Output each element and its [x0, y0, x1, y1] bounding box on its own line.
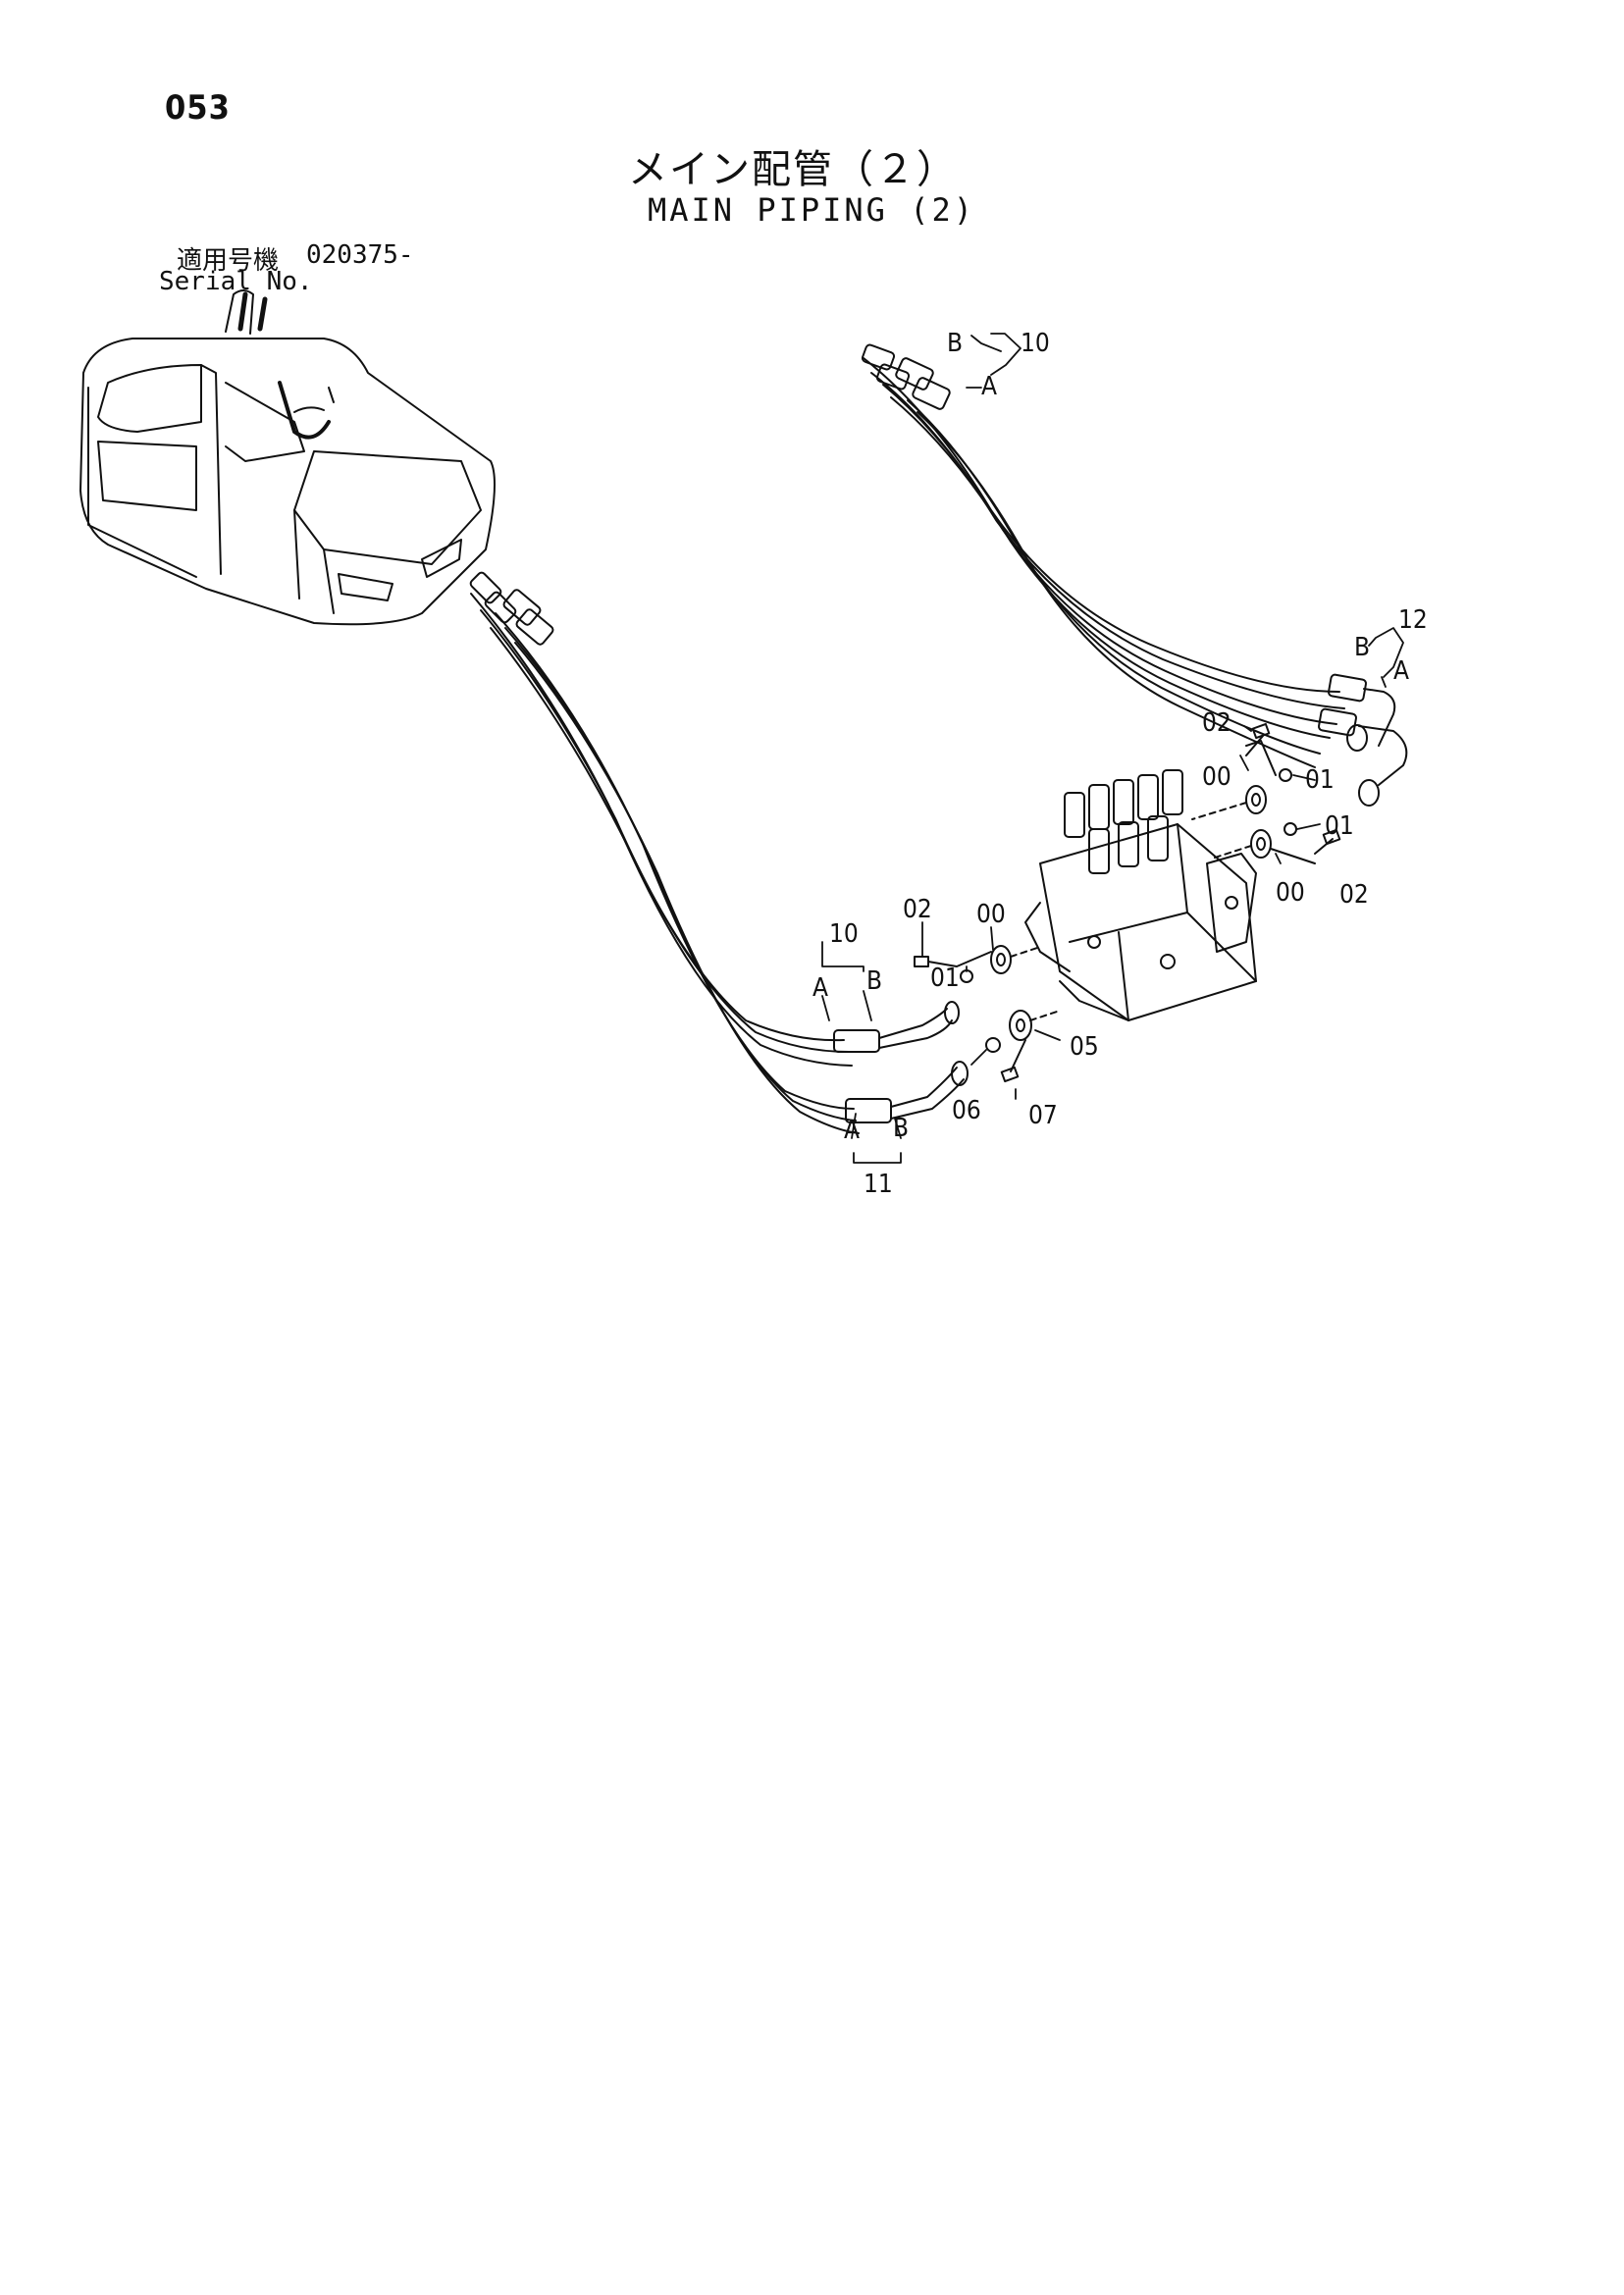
flange-left-upper: [914, 945, 1041, 983]
title-english: MAIN PIPING (2): [648, 191, 975, 229]
callout-part-05: 05: [1070, 1032, 1099, 1062]
callout-hose-b: B: [893, 1114, 909, 1143]
callout-group-10-left: 10: [829, 919, 859, 949]
hose-end-fittings-right: [1317, 673, 1408, 807]
title-japanese: メイン配管（２）: [628, 147, 958, 192]
serial-label-english: Serial No.: [159, 267, 313, 296]
page-number: 053: [165, 88, 231, 128]
hose-bundle-left: [469, 571, 969, 1134]
callout-hose-a: A: [812, 973, 828, 1003]
hose-bundle-top: [861, 343, 1345, 768]
callout-part-07: 07: [1028, 1101, 1058, 1130]
flange-middle-right: [1211, 822, 1341, 864]
hose-end-fittings-left-bottom: [833, 1001, 969, 1123]
excavator-overview-illustration: [79, 289, 496, 626]
callout-part-00: 00: [1276, 878, 1305, 908]
hose-end-fittings-left-top: [469, 571, 554, 646]
callout-part-01: 01: [930, 964, 960, 993]
hose-end-fittings-top: [861, 343, 951, 410]
callout-group-12: 12: [1398, 605, 1428, 635]
callout-part-00: 00: [1202, 762, 1231, 792]
serial-label-japanese: 適用号機: [177, 246, 280, 276]
callout-part-02: 02: [1202, 708, 1231, 738]
flange-upper-right: [1191, 722, 1292, 820]
flange-left-lower: [985, 1010, 1061, 1083]
callout-part-01: 01: [1325, 811, 1354, 841]
callout-hose-b: B: [1354, 633, 1370, 662]
callout-labels: B 10 A 12 B A 02 00 01 01 00 02 02 00 01…: [812, 329, 1428, 1199]
callout-hose-b: B: [866, 966, 882, 996]
callout-leaders: [821, 333, 1404, 1164]
callout-hose-a: A: [981, 372, 997, 401]
serial-number-value: 020375-: [306, 240, 414, 270]
callout-hose-a: A: [1393, 656, 1409, 686]
callout-part-02: 02: [903, 895, 932, 924]
callout-hose-a: A: [844, 1116, 860, 1145]
control-valve-assembly: [1024, 769, 1257, 1021]
callout-part-01: 01: [1305, 765, 1335, 795]
callout-part-06: 06: [952, 1096, 981, 1125]
callout-part-00: 00: [976, 900, 1006, 929]
callout-hose-b: B: [947, 329, 963, 358]
callout-group-11: 11: [864, 1170, 893, 1199]
callout-group-10-top: 10: [1021, 329, 1050, 358]
callout-part-02: 02: [1339, 880, 1369, 910]
